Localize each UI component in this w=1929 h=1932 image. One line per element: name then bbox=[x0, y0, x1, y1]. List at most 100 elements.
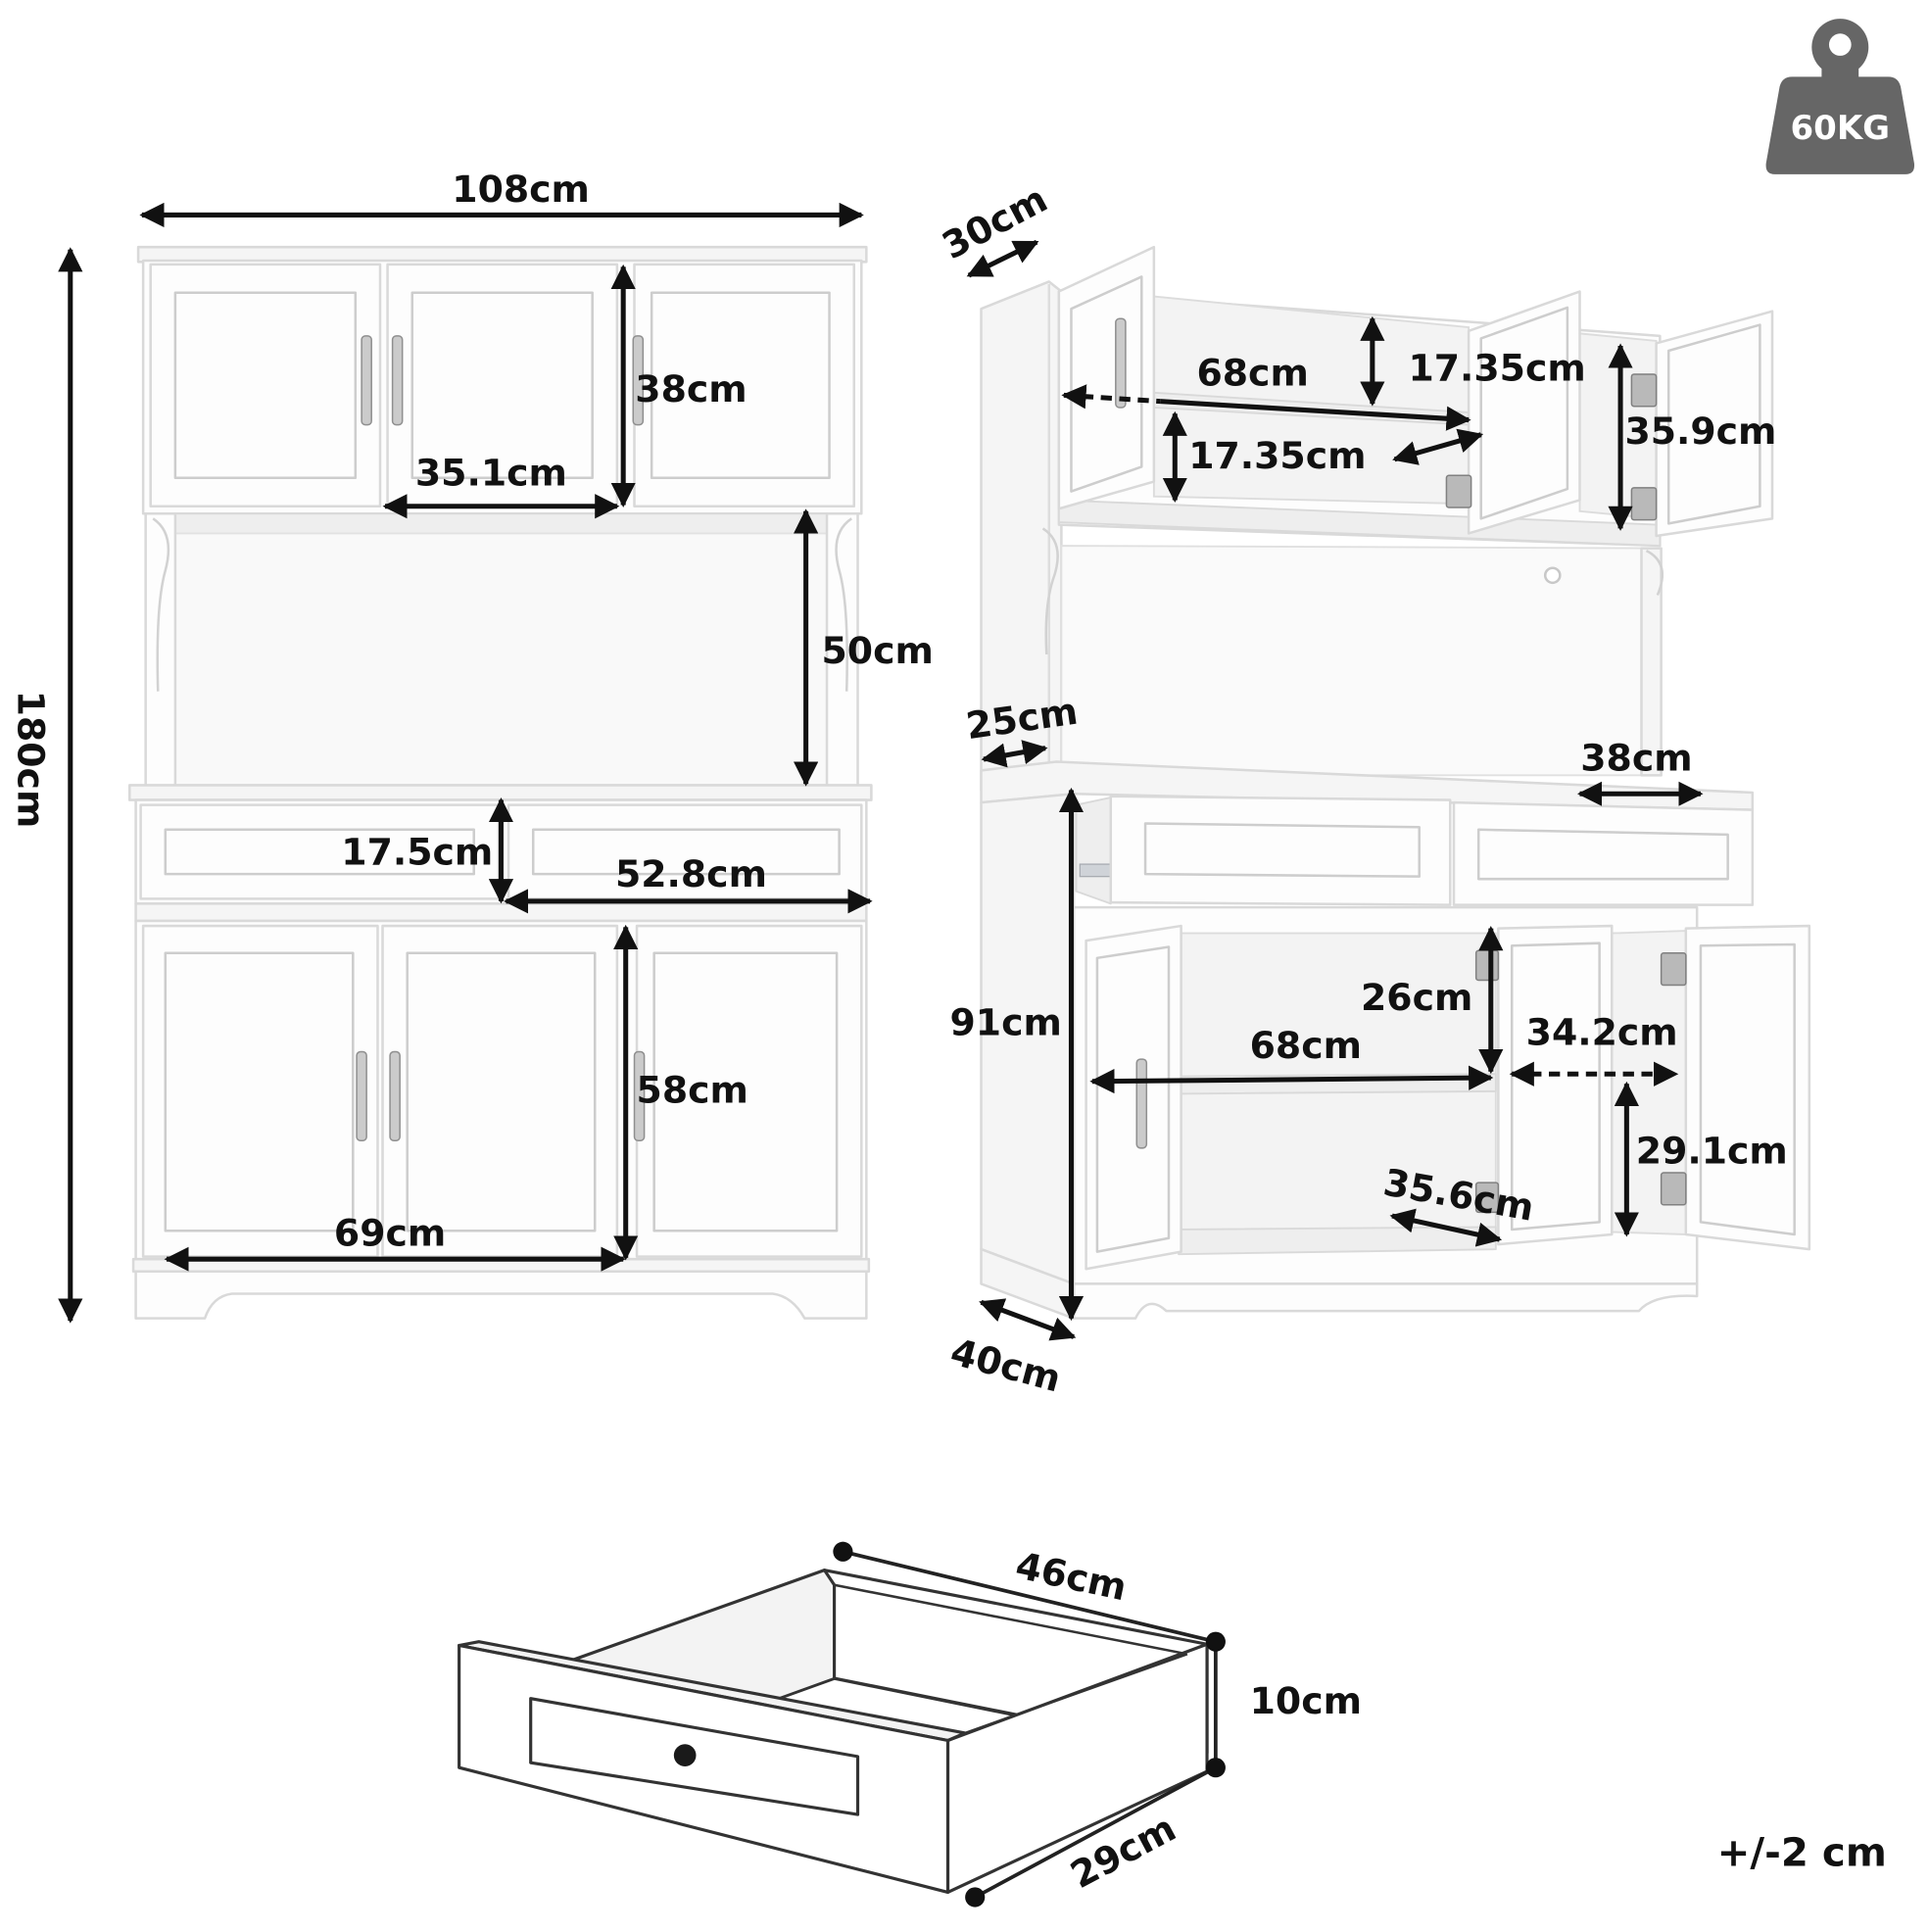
front-upper-door-1 bbox=[149, 263, 382, 508]
drawer-panel bbox=[531, 828, 841, 876]
door-handle bbox=[391, 335, 404, 426]
label-drawer-depth-height: 10cm bbox=[1250, 1679, 1362, 1722]
door-handle bbox=[1135, 1058, 1148, 1149]
shelf-right-bracket bbox=[835, 517, 852, 692]
label-lower-right-width: 34.2cm bbox=[1526, 1010, 1678, 1053]
door-panel bbox=[406, 951, 597, 1232]
door-handle bbox=[389, 1050, 401, 1142]
door-panel bbox=[652, 951, 839, 1232]
door-frame bbox=[149, 263, 382, 508]
shelf-left-post bbox=[144, 512, 177, 788]
label-upper-shelf-gap-top: 17.35cm bbox=[1408, 347, 1585, 390]
door-panel bbox=[173, 291, 358, 480]
label-lower-depth: 40cm bbox=[946, 1329, 1066, 1400]
shelf-right-post bbox=[825, 512, 859, 788]
label-drawer-height: 17.5cm bbox=[341, 830, 493, 873]
front-open-shelf bbox=[144, 512, 859, 788]
label-lower-interior-width: 68cm bbox=[1250, 1024, 1362, 1067]
weight-icon-ring-hole bbox=[1828, 33, 1852, 56]
front-base-skirt bbox=[134, 1270, 868, 1320]
door-hinge bbox=[1630, 487, 1658, 521]
door-frame bbox=[1057, 245, 1156, 510]
drawer-dim-dot bbox=[965, 1887, 986, 1908]
door-frame bbox=[1684, 924, 1811, 1251]
door-panel bbox=[1666, 323, 1761, 525]
drawer-width-line bbox=[974, 1765, 1217, 1900]
drawer-front bbox=[1109, 795, 1452, 906]
open-drawer-left bbox=[1075, 795, 1452, 906]
open-view bbox=[980, 245, 1811, 1320]
door-hinge bbox=[1660, 1172, 1687, 1206]
front-upper-door-3 bbox=[632, 263, 856, 508]
label-upper-shelf-gap-bottom: 17.35cm bbox=[1188, 434, 1366, 477]
label-lower-height: 91cm bbox=[950, 1000, 1062, 1043]
door-panel bbox=[1510, 942, 1601, 1232]
door-panel bbox=[1699, 942, 1796, 1236]
drawer-length-line bbox=[842, 1549, 1217, 1644]
door-frame bbox=[141, 924, 379, 1258]
arrow-counter-depth bbox=[981, 740, 1048, 768]
label-open-shelf-height: 50cm bbox=[822, 629, 934, 672]
drawer-dim-dot bbox=[1205, 1758, 1226, 1778]
front-countertop bbox=[128, 784, 873, 801]
front-lower-door-1 bbox=[141, 924, 379, 1258]
front-lower-door-3 bbox=[633, 924, 863, 1258]
shelf-left-bracket bbox=[152, 517, 170, 692]
label-total-width: 108cm bbox=[452, 168, 590, 211]
drawer-panel bbox=[164, 828, 476, 876]
arrow-upper-interior-width bbox=[1160, 399, 1471, 431]
door-panel bbox=[650, 291, 831, 480]
drawer-panel bbox=[1143, 822, 1421, 878]
weight-badge: 60KG bbox=[1765, 19, 1915, 174]
door-hinge bbox=[1630, 373, 1658, 408]
hutch-side-panel bbox=[980, 280, 1063, 792]
door-frame bbox=[386, 263, 619, 508]
upper-open-door-center bbox=[1445, 290, 1581, 535]
door-panel bbox=[410, 291, 594, 480]
door-frame bbox=[633, 263, 856, 508]
arrow-upper-shelf-depth bbox=[1392, 428, 1484, 465]
label-total-height: 180cm bbox=[9, 691, 52, 829]
arrow-lower-interior-width bbox=[1089, 1065, 1494, 1094]
open-base-skirt bbox=[1072, 1282, 1699, 1320]
door-frame bbox=[635, 924, 863, 1258]
label-lower-door-height: 58cm bbox=[637, 1069, 748, 1112]
drawer-front bbox=[139, 803, 501, 900]
drawer-view: 46cm 10cm 29cm bbox=[458, 1541, 1362, 1908]
label-upper-interior-width: 68cm bbox=[1196, 352, 1308, 395]
drawer-panel bbox=[1476, 828, 1729, 881]
shelf-underside bbox=[173, 512, 828, 535]
label-lower-right-height: 29.1cm bbox=[1636, 1129, 1788, 1172]
label-upper-depth: 30cm bbox=[936, 177, 1055, 268]
drawer-knob-icon bbox=[673, 1744, 697, 1766]
drawer-dim-dot bbox=[833, 1541, 853, 1562]
door-handle bbox=[356, 1050, 367, 1142]
door-handle bbox=[1115, 317, 1127, 409]
label-upper-right-height: 35.9cm bbox=[1624, 410, 1776, 453]
label-lower-interior-width: 69cm bbox=[334, 1212, 446, 1255]
upper-open-door-left bbox=[1057, 245, 1156, 510]
door-hinge bbox=[1474, 949, 1500, 982]
drawer-dim-dot bbox=[1205, 1631, 1226, 1652]
front-drawer-1 bbox=[139, 803, 501, 900]
hutch-right-bracket bbox=[1645, 549, 1664, 596]
front-upper-door-2 bbox=[386, 263, 619, 508]
hutch-right-post bbox=[1640, 547, 1663, 777]
arrow-lower-depth bbox=[979, 1298, 1077, 1341]
front-divider bbox=[134, 902, 868, 923]
drawer-front bbox=[1452, 800, 1755, 906]
lower-open-door-right bbox=[1660, 924, 1811, 1251]
label-upper-door-height: 38cm bbox=[635, 367, 747, 411]
door-frame bbox=[1467, 290, 1581, 535]
arrow-upper-interior-width-hidden bbox=[1061, 384, 1161, 410]
upper-bottom-board bbox=[1057, 499, 1662, 547]
drawer-side bbox=[1075, 797, 1112, 905]
arrow-upper-depth bbox=[966, 239, 1039, 278]
weight-label: 60KG bbox=[1791, 109, 1891, 148]
door-hinge bbox=[1660, 952, 1687, 987]
door-frame bbox=[381, 924, 619, 1258]
hutch-left-bracket bbox=[1041, 527, 1059, 654]
door-frame bbox=[1085, 924, 1182, 1271]
label-drawer-width: 52.8cm bbox=[615, 852, 767, 895]
door-panel bbox=[1070, 275, 1143, 493]
